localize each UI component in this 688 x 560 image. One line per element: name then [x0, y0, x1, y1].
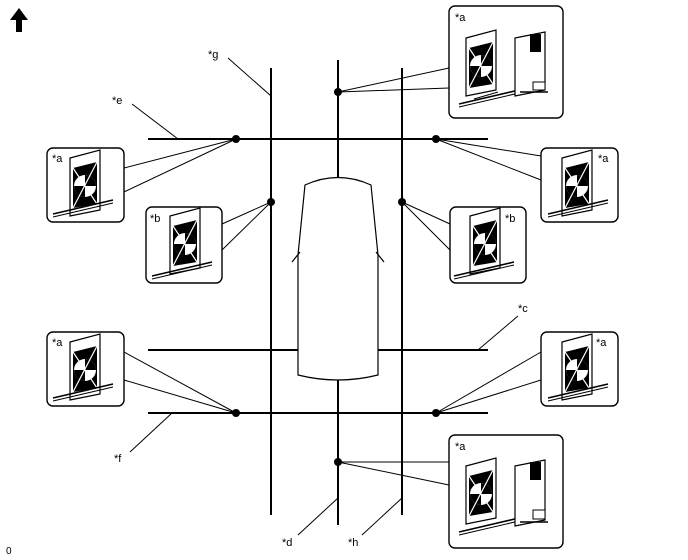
callout-box-left-upper: *a — [46, 147, 125, 223]
label-a-right-upper: *a — [598, 153, 609, 165]
label-a-left-upper: *a — [52, 153, 63, 165]
callout-leaders — [123, 67, 542, 486]
vehicle-outline — [291, 176, 385, 381]
label-a-left-lower: *a — [52, 337, 63, 349]
callout-box-bottom-right: *a — [448, 434, 564, 549]
label-c: *c — [518, 303, 528, 315]
label-leaders — [129, 57, 519, 536]
up-arrow-icon — [10, 8, 28, 32]
callout-box-right-upper: *a — [540, 147, 619, 223]
label-e: *e — [112, 95, 122, 107]
figure-footnote: 0 — [6, 546, 12, 557]
label-f: *f — [114, 453, 122, 465]
label-g: *g — [208, 49, 218, 61]
callout-box-left-b: *b — [145, 206, 223, 284]
callout-box-top-right: *a — [448, 5, 564, 119]
callout-box-right-lower: *a — [540, 331, 619, 407]
label-a-top-right: *a — [455, 12, 466, 24]
label-a-bottom-right: *a — [455, 441, 466, 453]
label-b-left: *b — [150, 213, 160, 225]
label-a-right-lower: *a — [596, 337, 607, 349]
callout-box-left-lower: *a — [46, 331, 125, 407]
callout-box-right-b: *b — [449, 206, 527, 284]
label-d: *d — [282, 537, 292, 549]
label-b-right: *b — [505, 213, 515, 225]
label-h: *h — [348, 537, 358, 549]
